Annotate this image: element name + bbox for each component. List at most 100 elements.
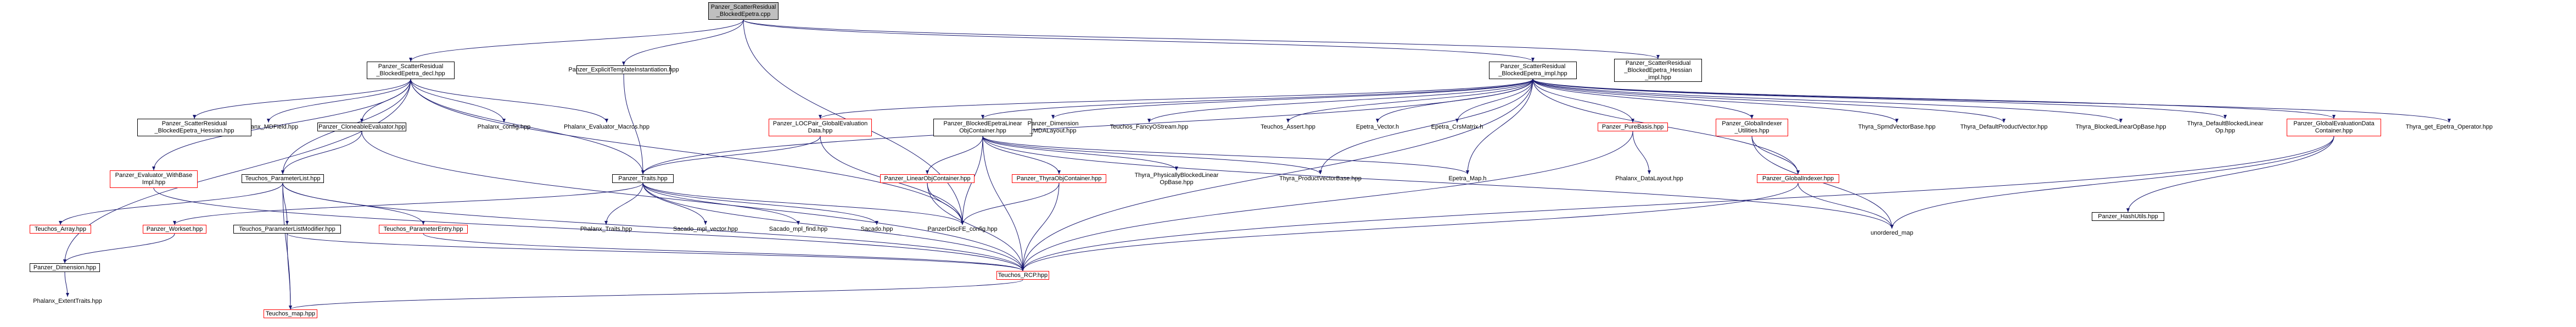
node-label: _Utilities.hpp <box>1734 128 1769 134</box>
node-dim[interactable]: Panzer_Dimension.hpp <box>30 263 100 272</box>
node-phx-traits[interactable]: Phalanx_Traits.hpp <box>576 225 636 234</box>
node-ep-crs[interactable]: Epetra_CrsMatrix.h <box>1427 123 1487 131</box>
edge-blockedlinear-to-physblocked <box>982 136 1178 171</box>
edge-paramlist-to-tarray <box>59 182 283 225</box>
node-workset[interactable]: Panzer_Workset.hpp <box>143 225 206 234</box>
node-root[interactable]: Panzer_ScatterResidual_BlockedEpetra.cpp <box>708 2 779 20</box>
node-fancy[interactable]: Teuchos_FancyOStream.hpp <box>1109 123 1189 131</box>
node-label: Panzer_ScatterResidual <box>1625 59 1691 66</box>
node-rcp[interactable]: Teuchos_RCP.hpp <box>996 271 1049 280</box>
node-assert[interactable]: Teuchos_Assert.hpp <box>1257 123 1319 131</box>
node-label: Panzer_GlobalIndexer.hpp <box>1762 175 1834 182</box>
edge-impl-to-spmd <box>1532 79 1899 123</box>
node-phx-config[interactable]: Phalanx_config.hpp <box>472 123 536 131</box>
node-label: Panzer_BlockedEpetraLinear <box>943 120 1022 127</box>
edge-impl-to-ep_crs <box>1455 79 1533 123</box>
node-cloneable[interactable]: Panzer_CloneableEvaluator.hpp <box>317 123 406 131</box>
node-linobj[interactable]: Panzer_LinearObjContainer.hpp <box>880 174 975 183</box>
node-prodvecbase[interactable]: Thyra_ProductVectorBase.hpp <box>1276 174 1364 183</box>
edge-workset-to-dim <box>63 233 175 264</box>
node-mdfield[interactable]: Phalanx_MDField.hpp <box>235 123 302 131</box>
node-label: _impl.hpp <box>1645 74 1671 81</box>
node-label: Panzer_GlobalIndexer <box>1722 120 1782 127</box>
node-sac-find[interactable]: Sacado_mpl_find.hpp <box>766 225 831 234</box>
node-umap[interactable]: unordered_map <box>1867 229 1917 237</box>
node-exttraits[interactable]: Phalanx_ExtentTraits.hpp <box>26 297 109 306</box>
node-ptraits[interactable]: Panzer_Traits.hpp <box>612 174 674 183</box>
node-label: Teuchos_ParameterListModifier.hpp <box>239 225 335 232</box>
node-label: Panzer_ScatterResidual <box>378 63 444 70</box>
node-impl[interactable]: Panzer_ScatterResidual_BlockedEpetra_imp… <box>1489 62 1577 79</box>
edge-paramlist-to-rcp <box>282 182 1024 271</box>
edge-root-to-eti <box>622 19 744 66</box>
node-label: Panzer_ScatterResidual <box>161 120 227 127</box>
node-getop[interactable]: Thyra_get_Epetra_Operator.hpp <box>2402 123 2496 131</box>
edge-decl-to-ptraits <box>410 79 645 175</box>
node-label: Epetra_Vector.h <box>1356 123 1399 130</box>
edge-impl-to-defblocked <box>1532 79 2227 119</box>
edge-impl-to-rcp <box>1021 79 1533 271</box>
edge-purebasis-to-rcp <box>1021 131 1633 271</box>
node-eti[interactable]: Panzer_ExplicitTemplateInstantiation.hpp <box>568 65 679 74</box>
node-label: Container.hpp <box>2315 128 2353 134</box>
node-phx-macros[interactable]: Phalanx_Evaluator_Macros.hpp <box>560 123 653 131</box>
node-label: Teuchos_RCP.hpp <box>998 271 1048 279</box>
edge-eti-to-ptraits <box>623 74 645 175</box>
node-pentry[interactable]: Teuchos_ParameterEntry.hpp <box>379 225 468 234</box>
node-decl-hess[interactable]: Panzer_ScatterResidual_BlockedEpetra_Hes… <box>137 119 251 136</box>
node-ep-vector[interactable]: Epetra_Vector.h <box>1351 123 1404 131</box>
node-purebasis[interactable]: Panzer_PureBasis.hpp <box>1598 123 1668 131</box>
node-label: Teuchos_ParameterList.hpp <box>245 175 321 182</box>
edge-locpair-to-ptraits <box>641 136 821 175</box>
edge-impl-to-gidx_util <box>1532 79 1754 119</box>
edge-blockedlinear-to-umap <box>982 136 1894 229</box>
node-plmod[interactable]: Teuchos_ParameterListModifier.hpp <box>233 225 341 234</box>
node-tmap[interactable]: Teuchos_map.hpp <box>264 309 317 318</box>
edge-blockedlinear-to-rcp <box>982 136 1024 271</box>
node-label: Panzer_LOCPair_GlobalEvaluation <box>772 120 868 127</box>
edge-decl-to-phx_config <box>410 79 506 123</box>
node-sac-vec[interactable]: Sacado_mpl_vector.hpp <box>670 225 741 234</box>
node-label: Sacado_mpl_vector.hpp <box>673 225 738 232</box>
node-label: Thyra_SpmdVectorBase.hpp <box>1858 123 1936 130</box>
node-hess[interactable]: Panzer_ScatterResidual_BlockedEpetra_Hes… <box>1614 59 1702 82</box>
edge-ptraits-to-phx_traits <box>604 182 643 225</box>
node-sacado[interactable]: Sacado.hpp <box>856 225 897 234</box>
node-dlayout[interactable]: Phalanx_DataLayout.hpp <box>1614 174 1684 183</box>
node-label: Thyra_DefaultProductVector.hpp <box>1960 123 2048 130</box>
node-paramlist[interactable]: Teuchos_ParameterList.hpp <box>242 174 324 183</box>
edge-impl-to-ep_map <box>1466 79 1533 175</box>
node-ep-map[interactable]: Epetra_Map.h <box>1444 174 1491 183</box>
node-spmd[interactable]: Thyra_SpmdVectorBase.hpp <box>1856 123 1938 131</box>
edge-paramlist-to-tmap <box>282 182 292 310</box>
node-label: Teuchos_Array.hpp <box>35 225 86 232</box>
edge-thyraobj-to-rcp <box>1021 182 1060 271</box>
edge-linobj-to-pconfig <box>927 182 964 225</box>
node-defprod[interactable]: Thyra_DefaultProductVector.hpp <box>1957 123 2051 131</box>
node-decl[interactable]: Panzer_ScatterResidual_BlockedEpetra_dec… <box>367 62 455 79</box>
node-thyraobj[interactable]: Panzer_ThyraObjContainer.hpp <box>1012 174 1106 183</box>
node-label: Phalanx_MDField.hpp <box>238 123 299 130</box>
node-tarray[interactable]: Teuchos_Array.hpp <box>30 225 91 234</box>
edge-blockedlinear-to-prodvecbase <box>982 136 1322 175</box>
edge-blockedlinear-to-thyraobj <box>982 136 1061 175</box>
node-label: Teuchos_ParameterEntry.hpp <box>383 225 463 232</box>
edge-impl-to-blockedlinear <box>981 79 1533 119</box>
node-pconfig[interactable]: PanzerDiscFE_config.hpp <box>922 225 1003 234</box>
edge-ptraits-to-workset <box>173 182 643 225</box>
node-hashutils[interactable]: Panzer_HashUtils.hpp <box>2092 212 2164 221</box>
node-label: Phalanx_config.hpp <box>477 123 531 130</box>
node-gidx[interactable]: Panzer_GlobalIndexer.hpp <box>1757 174 1839 183</box>
node-mdalayout[interactable]: Panzer_Dimension_MDALayout.hpp <box>1021 119 1085 136</box>
node-label: Phalanx_DataLayout.hpp <box>1615 175 1683 182</box>
node-blockedlinop[interactable]: Thyra_BlockedLinearOpBase.hpp <box>2073 123 2169 131</box>
node-label: _BlockedEpetra.cpp <box>716 11 771 18</box>
edge-ptraits-to-sac_vec <box>642 182 707 225</box>
node-gidx-util[interactable]: Panzer_GlobalIndexer_Utilities.hpp <box>1716 119 1788 136</box>
